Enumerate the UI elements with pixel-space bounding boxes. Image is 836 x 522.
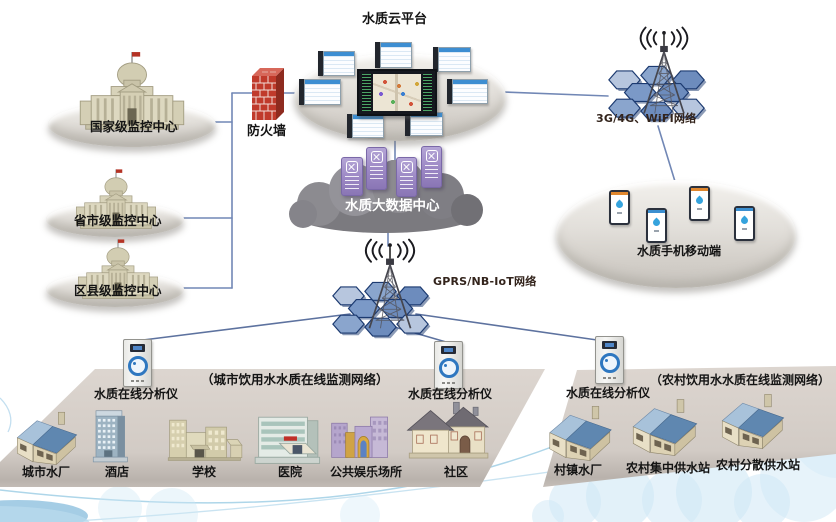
monitor-stand <box>318 51 323 76</box>
rural-central-water-station-icon <box>632 399 698 456</box>
analyzer-dial <box>127 356 148 376</box>
map-screen-right-panel <box>423 74 432 111</box>
rural-scattered-water-station-icon <box>721 394 785 449</box>
site-label: 城市水厂 <box>22 465 71 479</box>
monitor-screen <box>433 47 471 72</box>
district-center-label: 区县级监控中心 <box>74 283 162 298</box>
water-quality-analyzer-icon <box>123 339 152 387</box>
rural-analyzer-label: 水质在线分析仪 <box>566 386 651 400</box>
hospital-icon <box>254 416 321 464</box>
water-quality-analyzer-icon <box>595 336 624 384</box>
cloud-platform-title: 水质云平台 <box>362 12 428 27</box>
big-data-center-label: 水质大数据中心 <box>345 198 440 214</box>
rural-network-title: （农村饮用水水质在线监测网络） <box>650 373 831 387</box>
analyzer-dial <box>438 358 459 378</box>
monitor-screen <box>299 79 341 105</box>
monitor-screen <box>347 114 384 138</box>
urban-analyzer-label-1: 水质在线分析仪 <box>94 387 179 401</box>
mobile-terminal-label: 水质手机移动端 <box>637 244 722 258</box>
main-map-screen <box>357 69 437 116</box>
phone-icon <box>689 186 710 221</box>
site-label: 社区 <box>444 465 469 479</box>
site-label: 公共娱乐场所 <box>330 465 403 479</box>
wifi-radio-tower-icon <box>639 26 689 115</box>
hotel-icon <box>92 410 128 463</box>
server-icon <box>421 146 442 188</box>
server-icon <box>366 147 387 190</box>
monitor-screen <box>447 79 488 104</box>
provincial-center-label: 省市级监控中心 <box>74 213 162 228</box>
gprs-network-label: GPRS/NB-IoT网络 <box>433 275 537 288</box>
phone-icon <box>646 208 667 243</box>
village-water-plant-icon <box>549 406 612 461</box>
analyzer-dial <box>599 353 620 373</box>
map-screen-left-panel <box>362 74 371 111</box>
mobile-terminal-ellipse <box>556 180 796 288</box>
community-icon <box>407 401 489 459</box>
school-icon <box>167 419 243 461</box>
city-water-plant-icon <box>17 411 77 465</box>
urban-analyzer-label-2: 水质在线分析仪 <box>408 387 493 401</box>
firewall-label: 防火墙 <box>247 124 287 139</box>
site-label: 村镇水厂 <box>554 463 603 477</box>
monitor-screen <box>375 42 412 68</box>
map-display <box>373 74 421 111</box>
phone-icon <box>609 190 630 225</box>
national-center-label: 国家级监控中心 <box>90 119 178 134</box>
site-label: 农村集中供水站 <box>626 461 711 475</box>
water-drop-icon <box>739 215 750 226</box>
site-label: 酒店 <box>105 465 130 479</box>
monitor-screen <box>318 51 355 76</box>
entertainment-venue-icon <box>331 416 388 458</box>
gprs-radio-tower-icon <box>364 238 416 330</box>
water-quality-analyzer-icon <box>434 341 463 389</box>
wifi-network-label: 3G/4G、WiFI网络 <box>596 112 697 125</box>
site-label: 学校 <box>192 465 217 479</box>
server-icon <box>396 157 417 197</box>
water-drop-icon <box>651 217 662 228</box>
site-label: 农村分散供水站 <box>716 458 801 472</box>
urban-network-title: （城市饮用水水质在线监测网络） <box>201 372 389 387</box>
water-drop-icon <box>614 199 625 210</box>
site-label: 医院 <box>278 465 303 479</box>
firewall-icon <box>251 67 285 121</box>
water-drop-icon <box>694 195 705 206</box>
server-icon <box>341 157 363 196</box>
phone-icon <box>734 206 755 241</box>
